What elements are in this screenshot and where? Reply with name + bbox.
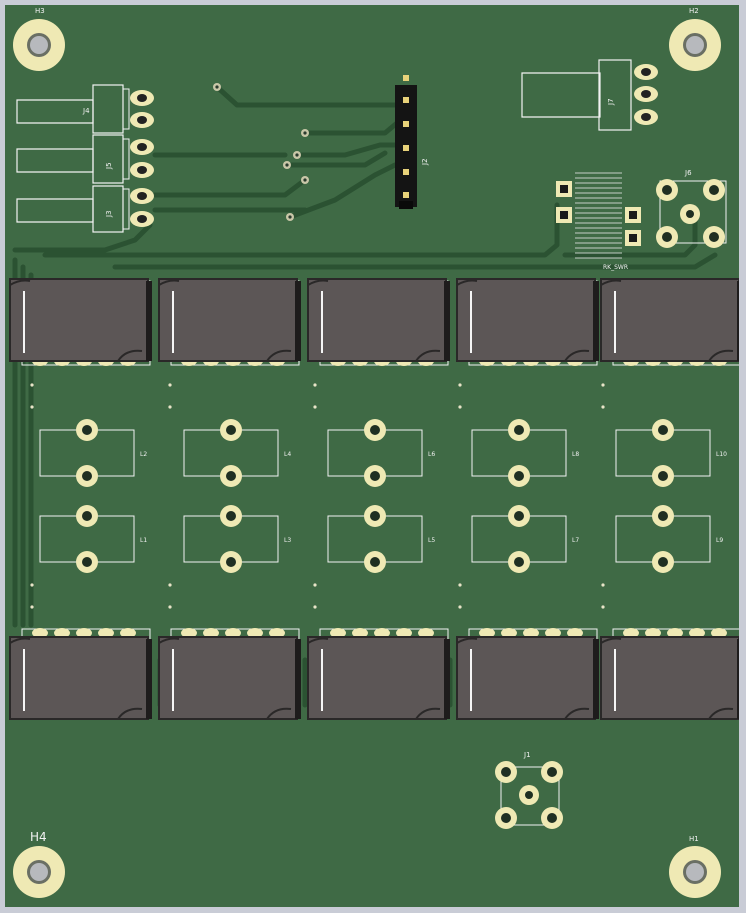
via — [168, 605, 172, 609]
inductor-l2: L2 — [39, 419, 147, 487]
label-inductor: L6 — [428, 451, 435, 458]
relay-bottom-4 — [456, 628, 599, 720]
relay-bottom-2 — [158, 628, 301, 720]
inductor-l1: L1 — [39, 505, 147, 573]
via-dots — [30, 83, 605, 609]
via — [30, 583, 34, 587]
label-h3: H3 — [35, 7, 45, 15]
label-inductor: L4 — [284, 451, 291, 458]
via — [601, 583, 605, 587]
via — [168, 583, 172, 587]
via — [168, 383, 172, 387]
connector-j2: J2 — [395, 75, 429, 209]
via — [458, 405, 462, 409]
inductor-l7: L7 — [471, 505, 579, 573]
via — [458, 605, 462, 609]
label-j4: J4 — [82, 107, 90, 115]
label-j2: J2 — [421, 158, 429, 166]
via — [313, 383, 317, 387]
label-j1: J1 — [523, 751, 531, 759]
via — [313, 605, 317, 609]
inductor-l8: L8 — [471, 419, 579, 487]
label-j3: J3 — [105, 210, 113, 218]
inductor-l5: L5 — [327, 505, 435, 573]
label-j5: J5 — [105, 162, 113, 170]
switch-rk-swr: RK_SWR — [556, 172, 641, 271]
via — [458, 383, 462, 387]
mounting-hole-h1 — [669, 846, 721, 898]
label-inductor: L3 — [284, 537, 291, 544]
label-j6: J6 — [684, 169, 692, 177]
relay-bottom-3 — [307, 628, 450, 720]
label-inductor: L10 — [716, 451, 727, 458]
mounting-hole-h2 — [669, 19, 721, 71]
connector-j3: J3 — [16, 185, 154, 233]
via — [313, 583, 317, 587]
via — [601, 383, 605, 387]
label-inductor: L2 — [140, 451, 147, 458]
connector-j5: J5 — [16, 134, 154, 184]
inductor-l3: L3 — [183, 505, 291, 573]
label-inductor: L8 — [572, 451, 579, 458]
label-inductor: L1 — [140, 537, 147, 544]
relay-bottom-5 — [600, 628, 739, 720]
board-substrate — [5, 5, 739, 907]
label-h2: H2 — [689, 7, 699, 15]
relay-top-4 — [456, 278, 599, 366]
mounting-hole-h3 — [13, 19, 65, 71]
via — [30, 405, 34, 409]
connector-j6: J6 — [656, 169, 727, 248]
via — [313, 405, 317, 409]
label-rk-swr: RK_SWR — [603, 264, 628, 271]
mounting-hole-h4 — [13, 846, 65, 898]
label-inductor: L9 — [716, 537, 723, 544]
label-j7: J7 — [607, 98, 615, 106]
via — [601, 405, 605, 409]
via — [30, 383, 34, 387]
via — [168, 405, 172, 409]
inductor-l6: L6 — [327, 419, 435, 487]
relay-top-2 — [158, 278, 301, 366]
connector-j1: J1 — [495, 751, 563, 829]
via — [30, 605, 34, 609]
relay-top-5 — [600, 278, 739, 366]
label-inductor: L5 — [428, 537, 435, 544]
relay-row-bottom — [9, 628, 739, 720]
relay-bottom-1 — [9, 628, 152, 720]
label-h1: H1 — [689, 835, 699, 843]
connector-j7: J7 — [521, 59, 658, 131]
connector-j4: J4 — [16, 84, 154, 134]
label-h4: H4 — [30, 830, 47, 844]
label-inductor: L7 — [572, 537, 579, 544]
inductor-l10: L10 — [615, 419, 727, 487]
inductor-l4: L4 — [183, 419, 291, 487]
via — [601, 605, 605, 609]
pcb-board: H3 H2 H4 H1 J4 J5 J3 J7 — [5, 5, 739, 907]
relay-top-3 — [307, 278, 450, 366]
relay-row-top — [9, 278, 739, 366]
via — [458, 583, 462, 587]
inductor-l9: L9 — [615, 505, 723, 573]
relay-top-1 — [9, 278, 152, 366]
